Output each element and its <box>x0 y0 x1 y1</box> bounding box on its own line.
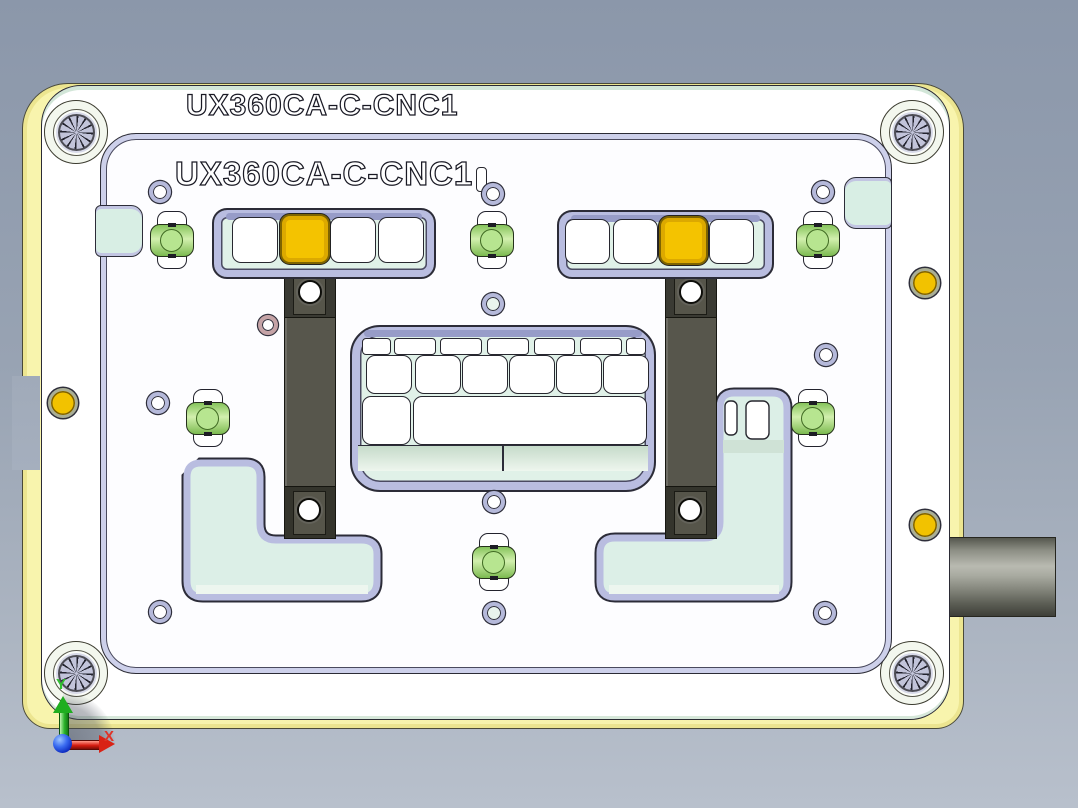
side-cylinder <box>948 537 1056 617</box>
part-number-engraving-fixture: UX360CA-C-CNC1 <box>174 155 474 192</box>
clamp-toggle <box>791 389 835 447</box>
pocket-cell <box>366 355 412 394</box>
pocket-slot <box>534 338 575 355</box>
yellow-pin <box>48 388 78 418</box>
locating-hole <box>814 602 836 624</box>
corner-screw-top-left <box>44 100 108 164</box>
mint-tab-right <box>844 177 892 229</box>
part-number-engraving-top: UX360CA-C-CNC1 <box>185 89 459 122</box>
locating-hole <box>815 344 837 366</box>
screw-head-icon <box>57 113 95 151</box>
pocket-cell <box>556 355 602 394</box>
keyboard-pocket <box>350 325 656 492</box>
locating-hole <box>482 293 504 315</box>
locating-hole <box>483 491 505 513</box>
clamp-toggle <box>150 211 194 269</box>
clamp-screw-hole <box>298 280 322 304</box>
alignment-slot <box>476 167 487 192</box>
pocket-slot <box>626 338 646 355</box>
dowel-hole <box>258 315 278 335</box>
locating-hole <box>147 392 169 414</box>
yellow-locating-button-right <box>659 216 708 265</box>
clamp-bar-right <box>665 264 717 539</box>
pocket-slot <box>394 338 436 355</box>
pocket-cell <box>330 217 376 263</box>
pocket-cell <box>362 396 411 445</box>
pocket-cell <box>724 400 738 436</box>
locating-hole <box>482 183 504 205</box>
clamp-bar-left <box>284 264 336 539</box>
pocket-cell <box>462 355 508 394</box>
axis-y-label: Y <box>56 676 67 693</box>
locating-hole <box>149 601 171 623</box>
axis-x-label: X <box>104 728 115 745</box>
pocket-cell <box>709 219 754 264</box>
yellow-locating-button-left <box>280 214 330 264</box>
clamp-toggle <box>472 533 516 591</box>
pocket-slot <box>362 338 391 355</box>
yellow-pin <box>910 510 940 540</box>
locating-hole <box>483 602 505 624</box>
clamp-screw-hole <box>678 498 702 522</box>
pocket-cell <box>565 219 610 264</box>
clamp-screw-hole <box>679 280 703 304</box>
clamp-bar-bottom-block <box>666 486 716 538</box>
pocket-cell <box>603 355 649 394</box>
clamp-screw-hole <box>297 498 321 522</box>
corner-screw-top-right <box>880 100 944 164</box>
pocket-slot <box>487 338 529 355</box>
clamp-toggle <box>796 211 840 269</box>
pocket-floor-band <box>358 445 648 471</box>
pocket-cell <box>378 217 424 263</box>
pocket-cell <box>745 400 770 440</box>
pocket-cell <box>232 217 278 263</box>
yellow-pin <box>910 268 940 298</box>
x-axis-arrowhead-icon <box>99 735 115 753</box>
pocket-slot <box>580 338 622 355</box>
locating-hole <box>812 181 834 203</box>
corner-screw-bottom-right <box>880 641 944 705</box>
clamp-bar-bottom-block <box>285 486 335 538</box>
screw-head-icon <box>57 654 95 692</box>
clamp-toggle <box>186 389 230 447</box>
mint-tab-left <box>95 205 143 257</box>
pocket-cell <box>509 355 555 394</box>
locating-hole <box>149 181 171 203</box>
pocket-cell <box>613 219 658 264</box>
origin-sphere <box>53 734 72 753</box>
screw-head-icon <box>893 113 931 151</box>
clamp-toggle <box>470 211 514 269</box>
pocket-cell-wide <box>413 396 647 445</box>
pocket-slot <box>440 338 482 355</box>
x-axis-arrow <box>67 740 101 750</box>
pocket-floor-divider <box>502 446 504 471</box>
base-plate-edge-notch <box>12 376 40 470</box>
screw-head-icon <box>893 654 931 692</box>
pocket-cell <box>415 355 461 394</box>
y-axis-arrowhead-icon <box>53 696 73 713</box>
